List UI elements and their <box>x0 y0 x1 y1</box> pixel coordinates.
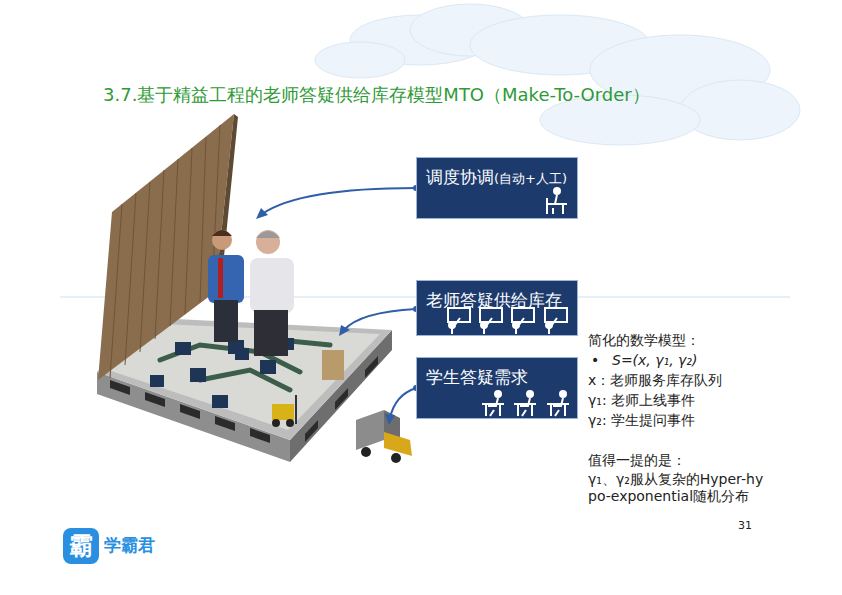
note-text: S=(x, γ₁, γ₂) <box>612 351 792 370</box>
slide-title: 3.7.基于精益工程的老师答疑供给库存模型MTO（Make-To-Order） <box>103 83 650 107</box>
note-text: 值得一提的是： <box>588 451 788 470</box>
box-text: 学生答疑需求 <box>426 366 528 389</box>
box-text: (自动+人工) <box>494 170 567 188</box>
note-text: x：老师服务库存队列 <box>588 371 788 390</box>
note-text: γ₁、γ₂服从复杂的Hyper-hypo-exponential随机分布 <box>588 471 772 505</box>
note-text: • <box>591 351 603 370</box>
box-text: 调度协调 <box>426 166 494 189</box>
note-text: 简化的数学模型： <box>588 331 788 350</box>
note-text: γ₂: 学生提问事件 <box>588 411 788 430</box>
logo-text: 霸 <box>63 532 99 560</box>
label-box: 学生答疑需求 <box>416 357 578 419</box>
page-number: 31 <box>738 516 768 535</box>
note-text: γ₁: 老师上线事件 <box>588 391 788 410</box>
logo-text: 学霸君 <box>104 536 194 555</box>
